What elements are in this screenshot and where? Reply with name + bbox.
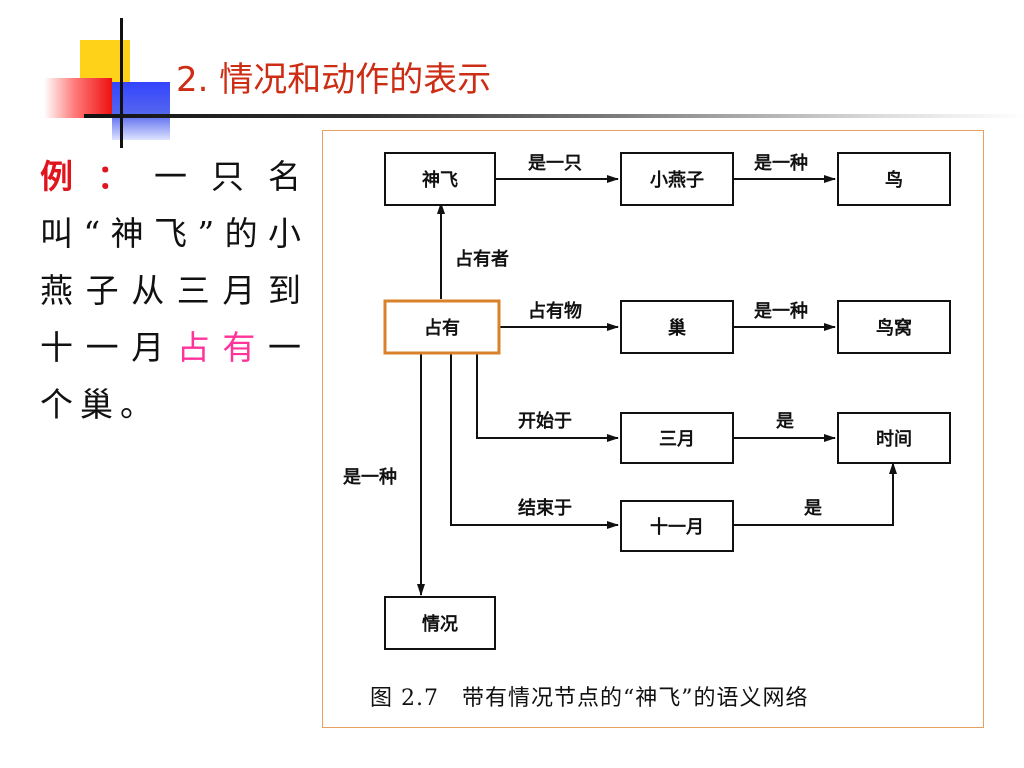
node-march-label: 三月 xyxy=(659,429,695,450)
edge-november-time xyxy=(733,462,897,526)
edge-label-november-time: 是 xyxy=(803,498,822,519)
node-nest-label: 巢 xyxy=(667,317,686,339)
deco-vertical-line xyxy=(120,18,123,148)
node-situation-label: 情况 xyxy=(422,614,458,635)
node-shenfei: 神飞 xyxy=(384,152,496,206)
node-november: 十一月 xyxy=(620,500,734,552)
example-colon: ： xyxy=(97,157,154,196)
figure-caption: 图 2.7 带有情况节点的“神飞”的语义网络 xyxy=(370,686,809,711)
title-underline xyxy=(84,114,1024,118)
node-situation: 情况 xyxy=(384,596,496,650)
example-text-after: 一个巢。 xyxy=(40,328,309,424)
figure-frame: 是一只 是一种 占有者 占有物 是一种 开始于 是 结束于 是 是一种 神飞 小… xyxy=(322,130,984,728)
node-bird-label: 鸟 xyxy=(885,169,903,191)
example-highlight: 占有 xyxy=(176,328,269,367)
edge-possess-november xyxy=(450,353,619,529)
example-text: 例：一只名叫“神飞”的小燕子从三月到十一月占有一个巢。 xyxy=(40,148,308,433)
node-bird: 鸟 xyxy=(837,152,951,206)
edge-label-possess-nest: 占有物 xyxy=(528,300,582,322)
edge-label-march-time: 是 xyxy=(775,411,794,432)
edge-label-shenfei-swallow: 是一只 xyxy=(527,153,582,174)
node-birdnest: 鸟窝 xyxy=(837,300,951,354)
edge-possess-march xyxy=(476,353,619,442)
edge-label-nest-birdnest: 是一种 xyxy=(753,300,808,322)
edge-label-possess-march: 开始于 xyxy=(518,410,572,432)
node-time-label: 时间 xyxy=(876,429,912,450)
deco-red-gradient-square xyxy=(44,78,112,118)
slide-title: 2. 情况和动作的表示 xyxy=(176,60,492,100)
node-swallow: 小燕子 xyxy=(620,152,734,206)
node-time: 时间 xyxy=(837,412,951,464)
node-birdnest-label: 鸟窝 xyxy=(876,317,912,339)
node-nest: 巢 xyxy=(620,300,734,354)
edge-label-possess-november: 结束于 xyxy=(518,497,572,519)
node-march: 三月 xyxy=(620,412,734,464)
node-shenfei-label: 神飞 xyxy=(422,169,458,191)
semantic-network-diagram: 是一只 是一种 占有者 占有物 是一种 开始于 是 结束于 是 是一种 神飞 小… xyxy=(342,152,951,650)
node-possess-label: 占有 xyxy=(424,317,460,339)
node-swallow-label: 小燕子 xyxy=(650,169,704,191)
edge-label-possess-shenfei: 占有者 xyxy=(455,248,509,270)
edge-label-possess-situation: 是一种 xyxy=(342,466,397,488)
edge-label-swallow-bird: 是一种 xyxy=(753,152,808,174)
node-november-label: 十一月 xyxy=(650,516,704,538)
node-possess: 占有 xyxy=(383,299,501,355)
example-label: 例 xyxy=(40,157,97,196)
example-text-before: 一只名叫“神飞”的小燕子从三月到十一月 xyxy=(40,157,308,367)
